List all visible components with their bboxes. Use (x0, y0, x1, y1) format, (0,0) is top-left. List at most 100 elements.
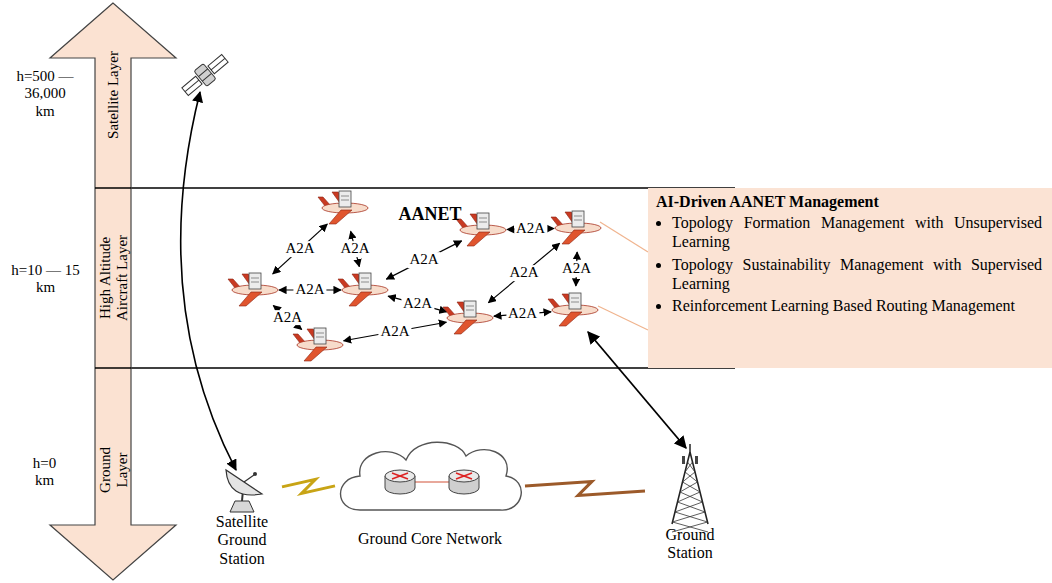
tower-brace (675, 502, 703, 512)
router-detail (479, 218, 487, 219)
onboard-router (249, 273, 261, 289)
cloud-icon (341, 442, 522, 510)
aircraft-icon (228, 273, 278, 306)
tower-antenna (689, 444, 691, 452)
aircraft-wing (559, 312, 582, 326)
panel-line (185, 80, 199, 92)
a2a-link (344, 322, 447, 340)
layer-boundary (131, 187, 735, 189)
tower-antenna (682, 456, 685, 464)
aircraft-wing (349, 292, 372, 306)
tower-brace (675, 512, 708, 522)
network-element: Satellite Ground Station (202, 455, 282, 568)
onboard-router (314, 328, 326, 344)
bullet-item: Reinforcement Learning Based Routing Man… (672, 296, 1042, 315)
router-detail (341, 200, 349, 201)
router-icon (385, 470, 415, 494)
element-caption: Ground Station (645, 526, 735, 563)
leader-line (598, 306, 648, 330)
a2a-link (386, 241, 461, 279)
solar-panel (208, 54, 228, 73)
link-label: A2A (293, 282, 326, 298)
a2a-link (273, 224, 328, 274)
link-label: A2A (271, 310, 304, 326)
router-detail (479, 222, 487, 223)
router-link (414, 481, 450, 483)
aircraft-wing (304, 347, 327, 361)
bullet-item: Topology Sustainability Management with … (672, 255, 1042, 293)
router-arrow (456, 473, 472, 479)
dish-icon (226, 470, 262, 512)
link-label: A2A (506, 306, 539, 322)
wireless-link (525, 481, 645, 495)
router-icon (449, 470, 479, 494)
layer-name: Satellite Layer (105, 50, 122, 140)
dish-base (230, 501, 254, 512)
link-label: A2A (514, 221, 547, 237)
tower-brace (678, 492, 701, 502)
link-label: A2A (338, 241, 371, 257)
element-caption: Satellite Ground Station (202, 513, 282, 568)
aircraft-icon (548, 293, 598, 326)
element-caption: Ground Core Network (335, 530, 525, 548)
router-arrow (456, 473, 472, 479)
tower-brace (683, 482, 701, 492)
tower-brace (680, 482, 698, 492)
wireless-link (282, 479, 335, 493)
link-label: A2A (401, 296, 434, 312)
link-label: A2A (507, 265, 540, 281)
router-detail (251, 278, 259, 279)
aircraft-wing (329, 210, 352, 224)
layer-boundary (131, 367, 735, 369)
bullet-item: Topology Formation Management with Unsup… (672, 213, 1042, 251)
layer-boundary (95, 187, 131, 189)
dish-feed-tip (253, 472, 257, 476)
router-arrow (392, 473, 408, 479)
leader-line (600, 222, 648, 252)
tower-brace (685, 462, 693, 472)
tower-brace (680, 492, 703, 502)
layer-boundary (95, 367, 131, 369)
tower-icon (672, 444, 708, 532)
onboard-router (477, 213, 489, 229)
onboard-router (569, 293, 581, 309)
onboard-router (572, 211, 584, 227)
satellite-link (181, 92, 236, 470)
router-top (449, 470, 479, 482)
tower-antenna (695, 456, 698, 464)
router-detail (316, 337, 324, 338)
bullet-list: Topology Formation Management with Unsup… (656, 213, 1042, 315)
link-label: A2A (283, 241, 316, 257)
dish-reflector (226, 470, 262, 495)
tower-brace (685, 472, 698, 482)
layer-arrow: Satellite LayerHigh Altitude Aircraft La… (48, 0, 180, 583)
tower-brace (683, 472, 696, 482)
aircraft-wing (562, 230, 585, 244)
network-name: AANET (398, 204, 461, 225)
link-label: A2A (407, 252, 440, 268)
aircraft-icon (293, 328, 343, 361)
network-element: Ground Core Network (335, 432, 525, 548)
onboard-router (359, 273, 371, 289)
router-detail (571, 302, 579, 303)
layer-name: Ground Layer (97, 430, 130, 510)
router-detail (466, 310, 474, 311)
aircraft-icon (318, 191, 368, 224)
tower-brace (673, 512, 706, 522)
router-detail (341, 196, 349, 197)
router-arrow (392, 473, 408, 479)
onboard-router (339, 191, 351, 207)
router-detail (361, 278, 369, 279)
panel-heading: AI-Driven AANET Management (656, 192, 1042, 211)
a2a-link (488, 243, 559, 302)
aircraft-icon (443, 301, 493, 334)
aircraft-icon (338, 273, 388, 306)
aircraft-wing (239, 292, 262, 306)
tower-brace (678, 502, 706, 512)
layer-name: High Altitude Aircraft Layer (97, 213, 130, 343)
management-panel: AI-Driven AANET ManagementTopology Forma… (648, 188, 1052, 368)
aircraft-wing (467, 232, 490, 246)
